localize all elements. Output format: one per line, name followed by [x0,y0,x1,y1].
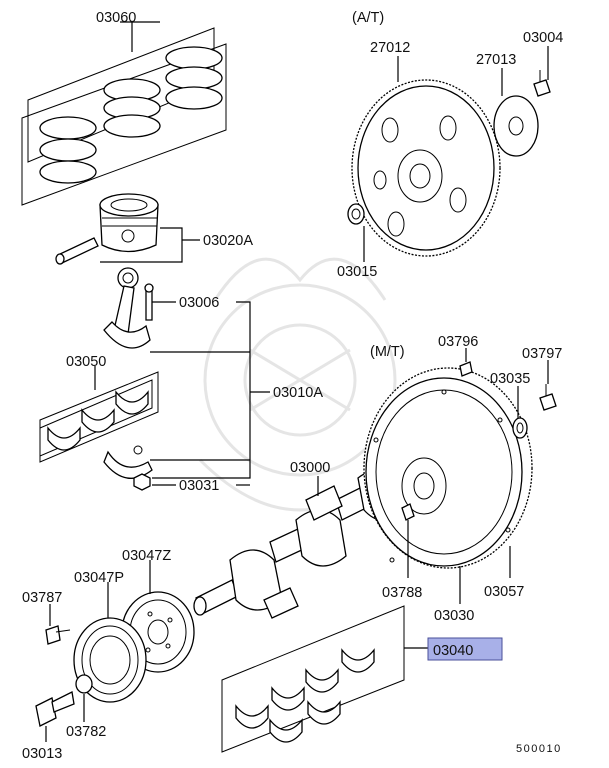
callout-03013[interactable]: 03013 [22,746,62,762]
highlighted-part-box [427,637,503,661]
flywheel-dowel-icon[interactable] [401,503,415,521]
callout-03050[interactable]: 03050 [66,354,106,370]
piston-pin-icon[interactable] [55,237,99,265]
crank-bolt-icon[interactable] [35,691,75,727]
callout-27012[interactable]: 27012 [370,40,410,56]
callout-03047Z[interactable]: 03047Z [122,548,171,564]
callout-03788[interactable]: 03788 [382,585,422,601]
flywheel-bolt-icon[interactable] [539,384,557,411]
callout-27013[interactable]: 27013 [476,52,516,68]
pilot-bearing-icon[interactable] [512,417,528,439]
crank-pulley-icon[interactable] [73,617,147,703]
callout-03004[interactable]: 03004 [523,30,563,46]
callout-03797[interactable]: 03797 [522,346,562,362]
section-label-mt: (M/T) [370,344,405,360]
main-bearings-group[interactable] [221,605,405,753]
piston-ring-set-3 [165,46,223,110]
drive-plate-bolt-icon[interactable] [533,70,551,97]
flywheel-icon[interactable] [363,367,533,569]
callout-03031[interactable]: 03031 [179,478,219,494]
callout-03015[interactable]: 03015 [337,264,377,280]
callout-03060[interactable]: 03060 [96,10,136,26]
piston-ring-set-1 [39,116,97,184]
callout-03000[interactable]: 03000 [290,460,330,476]
adapter-plate-icon[interactable] [493,95,539,157]
callout-03040[interactable]: 03040 [433,643,473,659]
spacer-bushing-icon[interactable] [347,203,365,225]
callout-03796[interactable]: 03796 [438,334,478,350]
piston-rings-group[interactable] [21,27,227,206]
callout-03020A[interactable]: 03020A [203,233,253,249]
drawing-number: 500010 [516,743,562,755]
piston-icon[interactable] [99,193,159,253]
callout-03057[interactable]: 03057 [484,584,524,600]
callout-03047P[interactable]: 03047P [74,570,124,586]
drive-plate-icon[interactable] [351,79,501,257]
rod-bearings-group[interactable] [39,371,159,463]
callout-03782[interactable]: 03782 [66,724,106,740]
callout-03006[interactable]: 03006 [179,295,219,311]
rod-cap-icon[interactable] [103,445,153,479]
section-label-at: (A/T) [352,10,384,26]
callout-03035[interactable]: 03035 [490,371,530,387]
callout-03010A[interactable]: 03010A [273,385,323,401]
callout-03787[interactable]: 03787 [22,590,62,606]
connecting-rod-icon[interactable] [103,267,154,349]
callout-03030[interactable]: 03030 [434,608,474,624]
rod-nut-icon[interactable] [133,473,151,491]
dowel-pin-icon[interactable] [459,361,473,377]
pulley-bolt-icon[interactable] [45,625,71,645]
piston-ring-set-2 [103,78,161,138]
